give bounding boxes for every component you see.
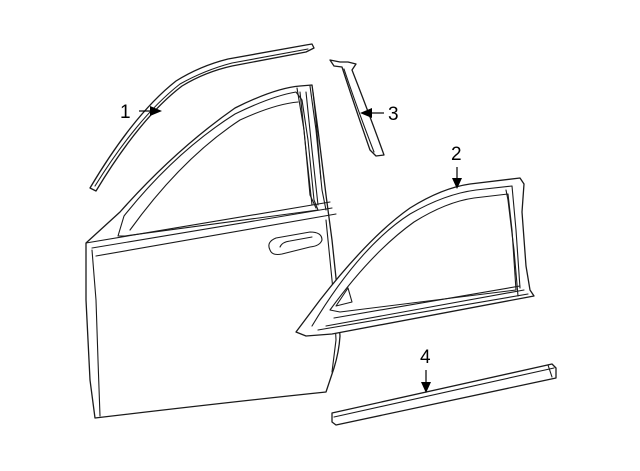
callout-2-label: 2	[451, 144, 462, 165]
door-handle	[268, 231, 323, 256]
window-frame-outer	[295, 177, 535, 337]
callout-2-arrow	[452, 178, 462, 189]
callout-3-arrow	[360, 108, 372, 118]
side-molding-part-4	[331, 363, 557, 426]
callout-4-label: 4	[420, 347, 431, 368]
window-frame-part-2	[295, 177, 535, 337]
callout-3-label: 3	[388, 104, 399, 125]
callout-1-label: 1	[120, 102, 131, 123]
front-door-window-frame	[117, 91, 319, 237]
callout-1: 1	[120, 102, 162, 123]
callout-1-arrow	[150, 106, 162, 116]
callout-4: 4	[420, 347, 431, 393]
callout-3: 3	[360, 104, 399, 125]
callout-2: 2	[451, 144, 462, 189]
callout-4-arrow	[421, 382, 431, 393]
front-door	[85, 84, 341, 419]
